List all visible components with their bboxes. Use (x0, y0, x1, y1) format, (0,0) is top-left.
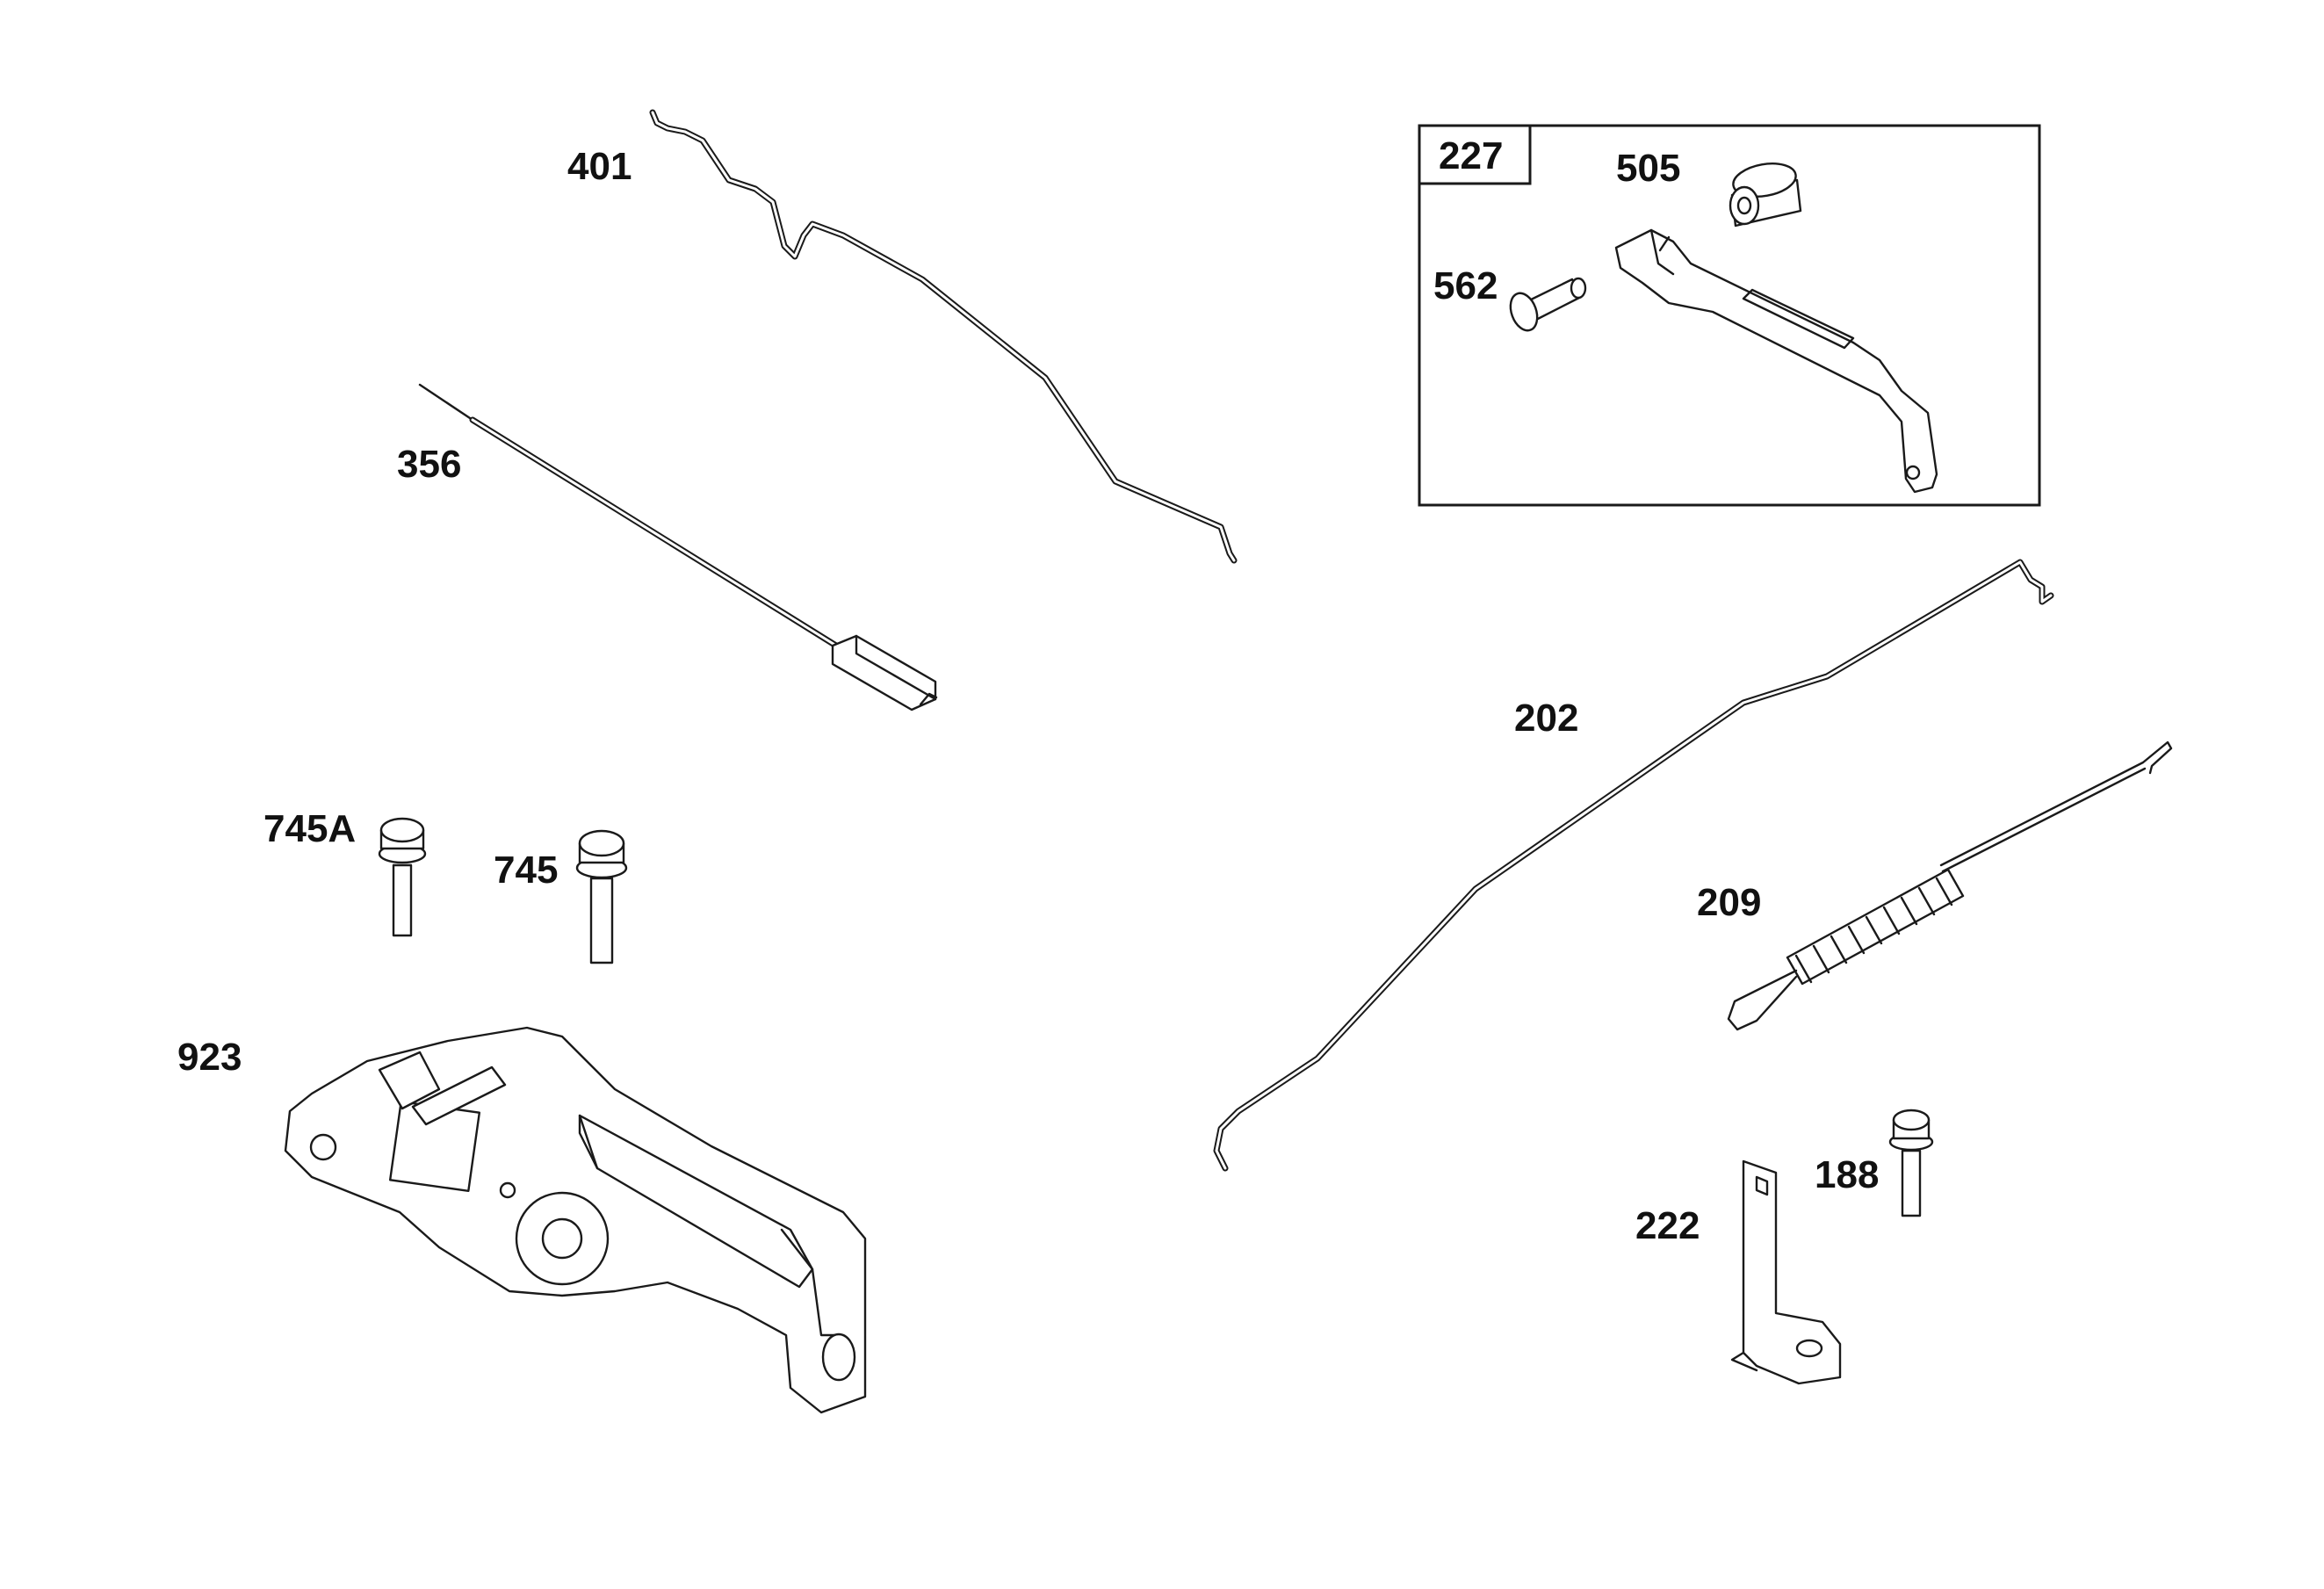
part-188-screw (1888, 1109, 1934, 1217)
callout-401: 401 (567, 145, 632, 188)
part-222-bracket (1730, 1159, 1842, 1385)
part-202-governor-rod (1213, 559, 2054, 1172)
part-562-rivet (1509, 277, 1587, 332)
part-401-link-rod (649, 109, 1238, 564)
part-745-bolt (575, 829, 628, 964)
part-745A-bolt (378, 817, 427, 937)
callout-227: 227 (1439, 134, 1503, 177)
callout-209: 209 (1697, 881, 1761, 924)
part-923-control-bracket (284, 1026, 867, 1414)
part-227-control-lever (1614, 228, 1938, 494)
part-356-choke-cable (418, 383, 938, 711)
callout-188: 188 (1815, 1153, 1879, 1196)
part-209-spring (1727, 740, 2173, 1031)
callout-923: 923 (177, 1036, 242, 1079)
callout-356: 356 (397, 443, 461, 486)
callout-745: 745 (494, 849, 558, 892)
callout-505: 505 (1616, 147, 1680, 190)
part-505-bushing (1729, 163, 1802, 228)
callout-562: 562 (1433, 264, 1498, 307)
callout-745A: 745A (263, 807, 356, 850)
kit-227-box (1418, 124, 2041, 507)
callout-222: 222 (1635, 1204, 1700, 1247)
callout-202: 202 (1514, 697, 1578, 740)
